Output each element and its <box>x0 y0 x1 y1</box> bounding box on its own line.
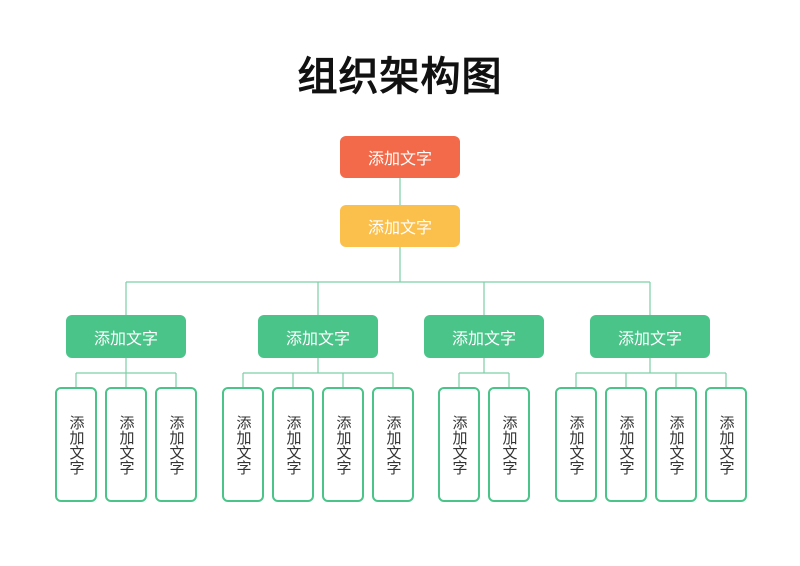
department-node: 添加文字 <box>66 315 186 358</box>
member-node: 添加文字 <box>438 387 480 502</box>
root-node: 添加文字 <box>340 136 460 178</box>
member-node: 添加文字 <box>155 387 197 502</box>
member-node: 添加文字 <box>655 387 697 502</box>
member-node: 添加文字 <box>105 387 147 502</box>
member-node: 添加文字 <box>605 387 647 502</box>
level2-node: 添加文字 <box>340 205 460 247</box>
member-node: 添加文字 <box>272 387 314 502</box>
chart-title: 组织架构图 <box>297 54 503 100</box>
member-node: 添加文字 <box>705 387 747 502</box>
member-node: 添加文字 <box>555 387 597 502</box>
member-node: 添加文字 <box>55 387 97 502</box>
department-node: 添加文字 <box>590 315 710 358</box>
department-node: 添加文字 <box>258 315 378 358</box>
member-node: 添加文字 <box>222 387 264 502</box>
member-node: 添加文字 <box>488 387 530 502</box>
member-node: 添加文字 <box>322 387 364 502</box>
department-node: 添加文字 <box>424 315 544 358</box>
member-node: 添加文字 <box>372 387 414 502</box>
